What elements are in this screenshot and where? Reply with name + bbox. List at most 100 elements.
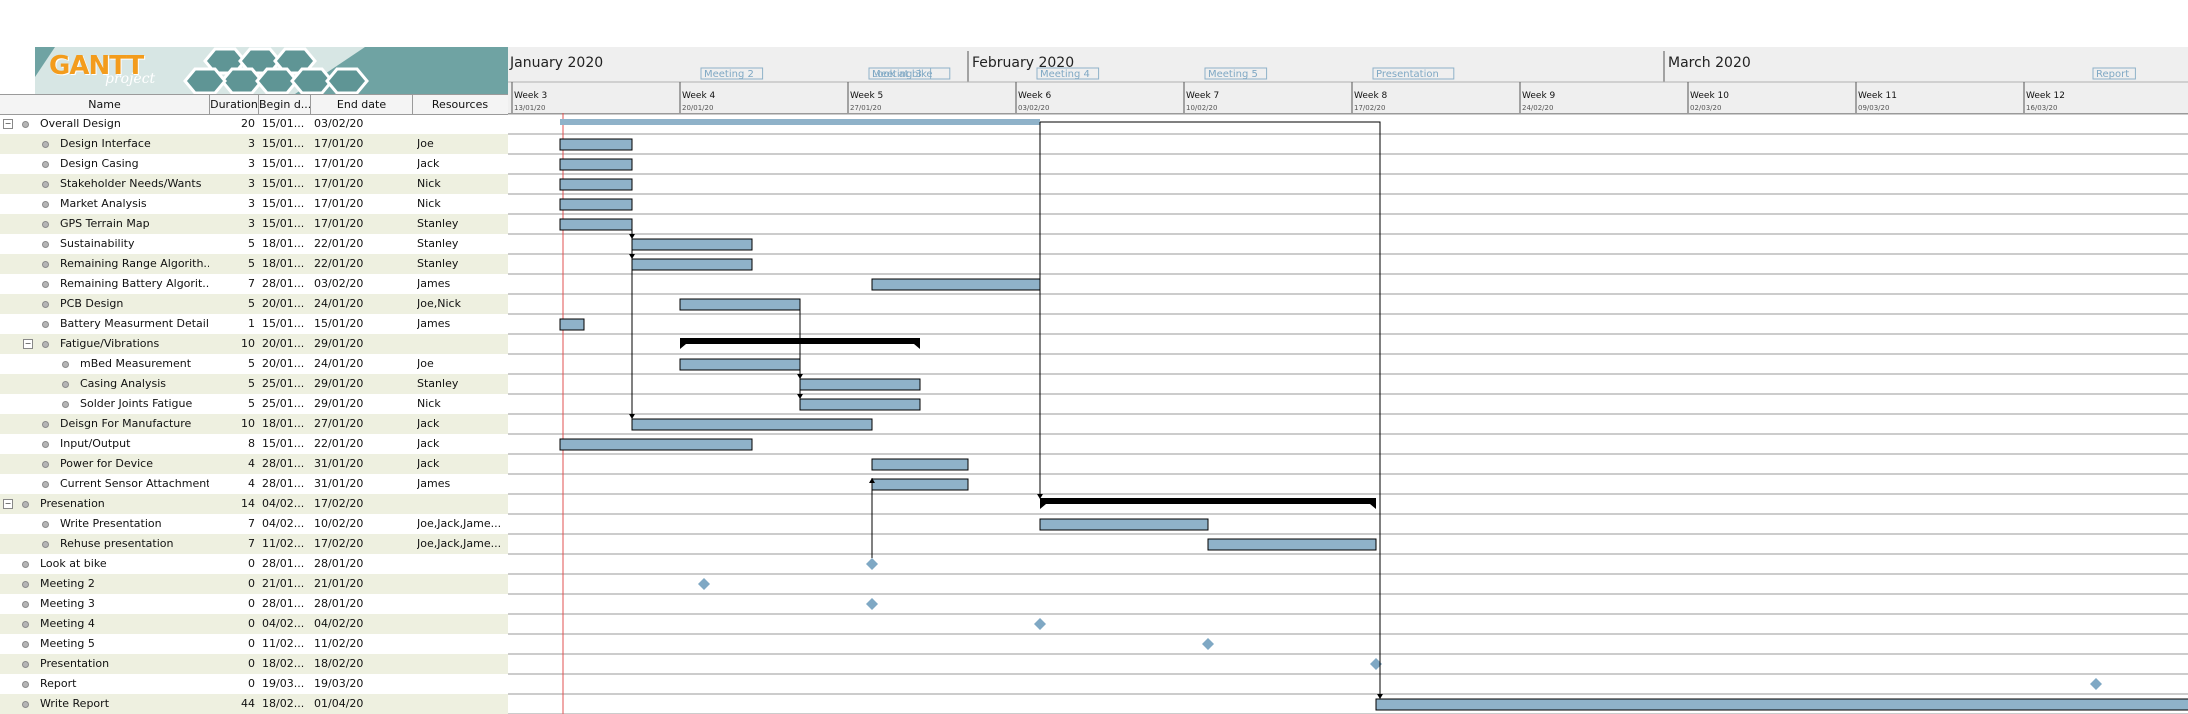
collapse-toggle-icon[interactable]: −: [3, 119, 13, 129]
task-resources-cell: Stanley: [417, 257, 459, 270]
task-duration-cell: 0: [248, 657, 255, 670]
task-end-cell: 17/01/20: [314, 177, 364, 190]
task-begin-cell: 15/01...: [262, 117, 305, 130]
task-duration-cell: 44: [241, 697, 255, 710]
task-duration-cell: 1: [248, 317, 255, 330]
column-header-name[interactable]: Name: [0, 95, 210, 114]
task-begin-cell: 20/01...: [262, 297, 305, 310]
task-begin-cell: 25/01...: [262, 397, 305, 410]
task-end-cell: 29/01/20: [314, 337, 364, 350]
task-duration-cell: 5: [248, 297, 255, 310]
week-date: 10/02/20: [1186, 104, 1217, 112]
milestone-header-box: [1204, 67, 1268, 80]
milestone-header-box: [868, 67, 951, 80]
task-resources-cell: [417, 334, 505, 354]
task-end-cell: 19/03/20: [314, 677, 364, 690]
column-header-begin-date[interactable]: Begin d...: [259, 95, 311, 114]
task-duration-cell: 3: [248, 177, 255, 190]
task-begin-cell: 28/01...: [262, 277, 305, 290]
task-name-cell: Design Interface: [60, 137, 151, 150]
dependency-arrowhead: [629, 254, 635, 259]
task-duration-cell: 14: [241, 497, 255, 510]
month-label: January 2020: [509, 55, 603, 71]
task-begin-cell: 15/01...: [262, 197, 305, 210]
task-end-cell: 15/01/20: [314, 317, 364, 330]
task-bullet-icon: [22, 601, 29, 608]
column-header-end-date[interactable]: End date: [311, 95, 413, 114]
task-end-cell: 24/01/20: [314, 357, 364, 370]
task-begin-cell: 18/01...: [262, 417, 305, 430]
task-bar: [871, 458, 969, 471]
milestone-header-box: [2092, 67, 2136, 80]
task-begin-cell: 28/01...: [262, 457, 305, 470]
task-duration-cell: 5: [248, 357, 255, 370]
collapse-toggle-icon[interactable]: −: [23, 339, 33, 349]
task-end-cell: 28/01/20: [314, 597, 364, 610]
task-name-cell: PCB Design: [60, 297, 124, 310]
task-end-cell: 31/01/20: [314, 477, 364, 490]
task-begin-cell: 25/01...: [262, 377, 305, 390]
task-duration-cell: 8: [248, 437, 255, 450]
task-end-cell: 03/02/20: [314, 117, 364, 130]
task-duration-cell: 5: [248, 237, 255, 250]
task-name-cell: Meeting 5: [40, 637, 95, 650]
week-label: Week 5: [850, 91, 883, 101]
task-name-cell: Stakeholder Needs/Wants: [60, 177, 202, 190]
task-begin-cell: 11/02...: [262, 537, 305, 550]
task-name-cell: Market Analysis: [60, 197, 147, 210]
task-bar: [799, 398, 921, 411]
task-name-cell: Battery Measurment Detail: [60, 317, 209, 330]
task-begin-cell: 04/02...: [262, 497, 305, 510]
task-resources-cell: [417, 634, 505, 654]
task-bullet-icon: [42, 221, 49, 228]
dependency-arrowhead: [629, 414, 635, 419]
milestone-diamond: [1370, 658, 1382, 670]
collapse-toggle-icon[interactable]: −: [3, 499, 13, 509]
task-end-cell: 17/02/20: [314, 537, 364, 550]
timeline-header: [508, 47, 2188, 114]
task-end-cell: 24/01/20: [314, 297, 364, 310]
task-resources-cell: [417, 674, 505, 694]
column-header-resources[interactable]: Resources: [431, 98, 489, 111]
task-bullet-icon: [42, 521, 49, 528]
task-bullet-icon: [42, 161, 49, 168]
task-bullet-icon: [22, 681, 29, 688]
column-header-duration[interactable]: Duration: [210, 95, 259, 114]
task-begin-cell: 19/03...: [262, 677, 305, 690]
task-begin-cell: 28/01...: [262, 477, 305, 490]
summary-bar-cap: [1370, 504, 1376, 509]
milestone-header-box: [1372, 67, 1455, 80]
task-resources-cell: Nick: [417, 177, 441, 190]
task-duration-cell: 3: [248, 157, 255, 170]
